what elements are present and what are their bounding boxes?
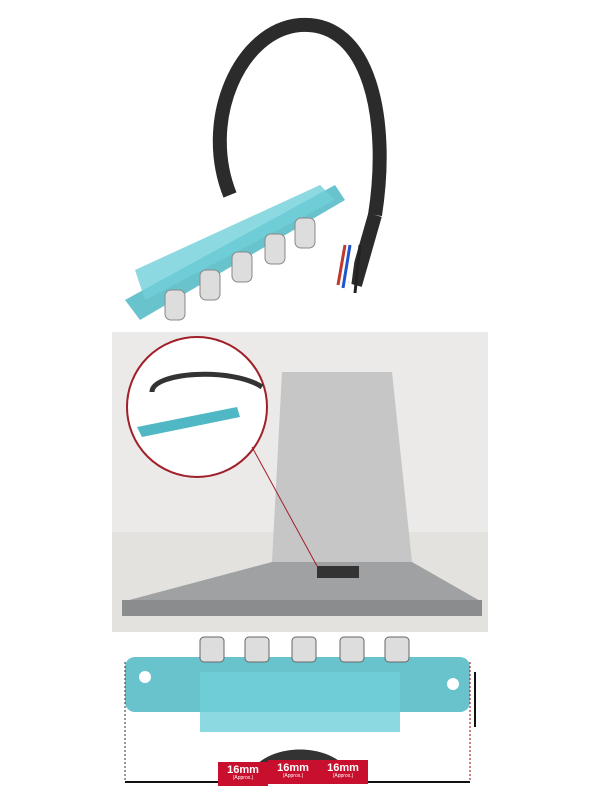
dimension-note: (Approx.)	[232, 775, 254, 781]
dimension-value: 16mm	[277, 762, 309, 774]
dimension-label: 16mm (Approx.)	[268, 760, 318, 784]
dimension-note: (Approx.)	[332, 773, 354, 779]
switch-product-image	[125, 17, 387, 321]
range-hood-scene	[112, 332, 488, 632]
dimension-diagram	[124, 636, 476, 783]
dimension-note: (Approx.)	[282, 773, 304, 779]
dimension-value: 16mm	[227, 764, 259, 776]
dimension-value: 16mm	[327, 762, 359, 774]
dimension-label: 16mm (Approx.)	[318, 760, 368, 784]
dimension-label: 16mm (Approx.)	[218, 762, 268, 786]
